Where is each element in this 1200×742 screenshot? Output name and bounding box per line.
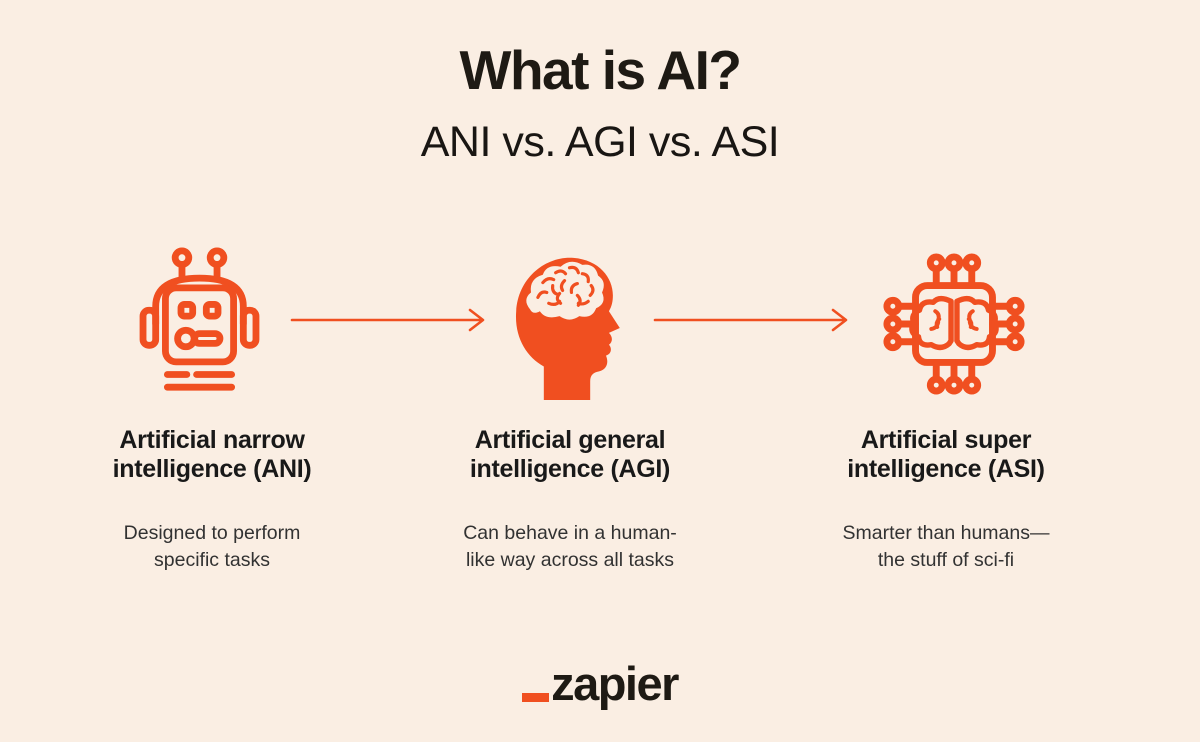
robot-icon bbox=[136, 246, 263, 399]
heading-line: Artificial general bbox=[474, 426, 666, 454]
zapier-wordmark: zapier bbox=[551, 657, 679, 710]
description-line: the stuff of sci-fi bbox=[877, 549, 1015, 571]
description-line: Designed to perform bbox=[123, 522, 301, 544]
heading-line: Artificial narrow bbox=[119, 426, 305, 454]
column-description-asi: Smarter than humans— the stuff of sci-fi bbox=[786, 520, 1106, 574]
column-asi: Artificial super intelligence (ASI) Smar… bbox=[786, 426, 1106, 574]
column-description-agi: Can behave in a human- like way across a… bbox=[410, 520, 730, 574]
page-title: What is AI? bbox=[459, 39, 742, 101]
column-heading-ani: Artificial narrow intelligence (ANI) bbox=[52, 426, 372, 484]
heading-line: intelligence (ASI) bbox=[847, 455, 1045, 483]
description-line: specific tasks bbox=[154, 549, 270, 571]
description-line: like way across all tasks bbox=[465, 549, 675, 571]
page-subtitle: ANI vs. AGI vs. ASI bbox=[420, 118, 780, 166]
heading-line: intelligence (ANI) bbox=[112, 455, 312, 483]
heading-line: Artificial super bbox=[860, 426, 1032, 454]
column-agi: Artificial general intelligence (AGI) Ca… bbox=[410, 426, 730, 574]
column-ani: Artificial narrow intelligence (ANI) Des… bbox=[52, 426, 372, 574]
description-line: Smarter than humans— bbox=[842, 522, 1050, 544]
column-heading-asi: Artificial super intelligence (ASI) bbox=[786, 426, 1106, 484]
heading-line: intelligence (AGI) bbox=[469, 455, 671, 483]
head-brain-icon bbox=[508, 252, 627, 405]
description-line: Can behave in a human- bbox=[463, 522, 677, 544]
arrow-right-icon bbox=[653, 306, 850, 339]
column-heading-agi: Artificial general intelligence (AGI) bbox=[410, 426, 730, 484]
zapier-logo: zapier bbox=[0, 660, 1200, 707]
arrow-right-icon bbox=[290, 306, 487, 339]
brain-chip-icon bbox=[880, 250, 1028, 403]
column-description-ani: Designed to perform specific tasks bbox=[52, 520, 372, 574]
zapier-underscore-mark bbox=[522, 693, 550, 702]
